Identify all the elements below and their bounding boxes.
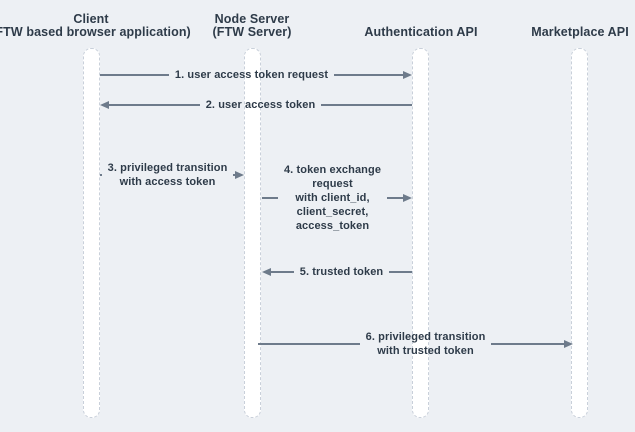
message-4-line bbox=[262, 197, 278, 199]
participant-node-server-subtitle: (FTW Server) bbox=[212, 25, 292, 39]
arrowhead-right-icon bbox=[564, 340, 573, 348]
lifeline-marketplace-api bbox=[571, 48, 588, 418]
message-5-trusted-token: 5. trusted token bbox=[262, 263, 413, 281]
arrowhead-right-icon bbox=[235, 171, 245, 179]
message-6-line bbox=[491, 343, 564, 345]
message-2-line bbox=[109, 104, 200, 106]
message-4-line bbox=[387, 197, 404, 199]
participant-client: Client (FTW based browser application) bbox=[0, 13, 201, 39]
arrowhead-right-icon bbox=[403, 71, 412, 79]
message-3-line bbox=[233, 174, 236, 176]
participant-authentication-api: Authentication API bbox=[311, 13, 531, 39]
arrowhead-left-icon bbox=[100, 101, 109, 109]
message-3-privileged-transition: 3. privileged transition with access tok… bbox=[100, 159, 245, 191]
lifeline-client bbox=[83, 48, 100, 418]
message-6-line bbox=[258, 343, 360, 345]
arrowhead-right-icon bbox=[403, 194, 413, 202]
participant-node-server-name: Node Server bbox=[214, 12, 290, 26]
message-4-token-exchange-request: 4. token exchange request with client_id… bbox=[262, 161, 413, 235]
lifeline-authentication-api bbox=[412, 48, 429, 418]
lifeline-node-server bbox=[244, 48, 261, 418]
participant-marketplace-api-name: Marketplace API bbox=[531, 25, 629, 39]
participant-node-server: Node Server (FTW Server) bbox=[142, 13, 362, 39]
participant-client-subtitle: (FTW based browser application) bbox=[0, 25, 191, 39]
message-1-label: 1. user access token request bbox=[174, 69, 329, 81]
message-1-line bbox=[334, 74, 403, 76]
message-2-line bbox=[321, 104, 412, 106]
participant-marketplace-api: Marketplace API bbox=[470, 13, 635, 39]
message-6-label: 6. privileged transition with trusted to… bbox=[365, 331, 486, 357]
message-2-label: 2. user access token bbox=[205, 99, 316, 111]
message-1-user-access-token-request: 1. user access token request bbox=[100, 66, 412, 84]
participant-authentication-api-name: Authentication API bbox=[364, 25, 478, 39]
message-6-privileged-transition-trusted: 6. privileged transition with trusted to… bbox=[258, 328, 573, 360]
message-5-label: 5. trusted token bbox=[299, 266, 384, 278]
message-4-label: 4. token exchange request with client_id… bbox=[283, 164, 382, 232]
message-3-line bbox=[100, 174, 102, 176]
message-2-user-access-token: 2. user access token bbox=[100, 96, 412, 114]
participant-client-name: Client bbox=[73, 12, 109, 26]
arrowhead-left-icon bbox=[262, 268, 271, 276]
message-1-line bbox=[100, 74, 169, 76]
message-5-line bbox=[271, 271, 294, 273]
message-5-line bbox=[389, 271, 413, 273]
message-3-label: 3. privileged transition with access tok… bbox=[107, 162, 228, 188]
